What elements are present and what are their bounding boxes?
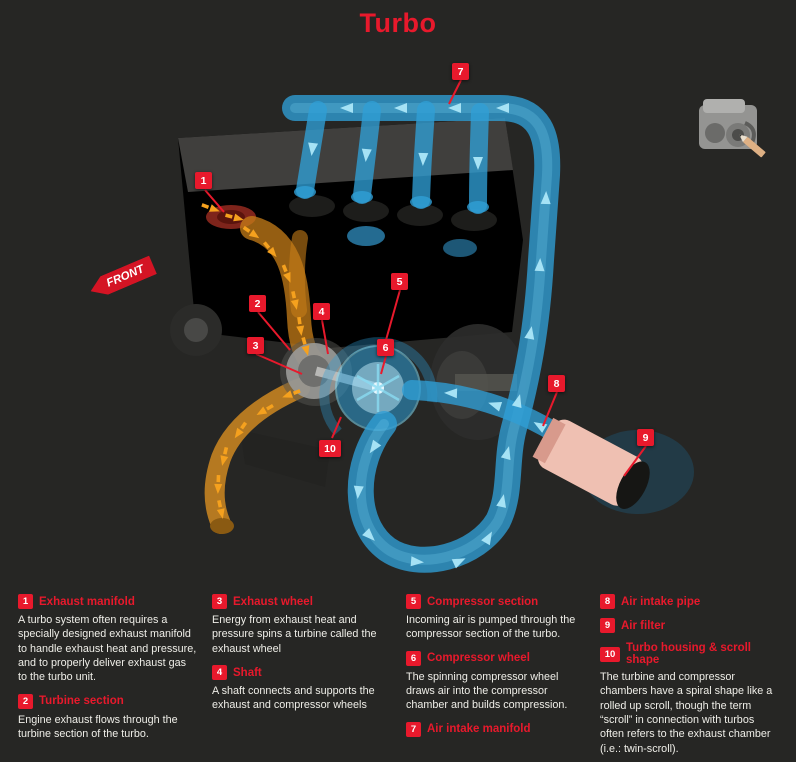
callout-badge-5: 5 [391, 273, 408, 290]
callout-badge-8: 8 [548, 375, 565, 392]
callout-badge-1: 1 [195, 172, 212, 189]
legend-item-air-filter: 9 Air filter [600, 618, 780, 633]
legend-body: The spinning compressor wheel draws air … [406, 670, 568, 712]
legend-title: Air filter [621, 619, 666, 632]
legend-title: Air intake pipe [621, 595, 701, 608]
legend-column-2: 3 Exhaust wheel Energy from exhaust heat… [212, 592, 392, 719]
legend-badge-8: 8 [600, 594, 615, 609]
turbo-unit [280, 337, 438, 436]
legend-body: The turbine and compressor chambers have… [600, 671, 773, 755]
legend-item-exhaust-wheel: 3 Exhaust wheel Energy from exhaust heat… [212, 594, 392, 656]
legend-body: Incoming air is pumped through the compr… [406, 614, 576, 641]
legend-title: Compressor wheel [427, 652, 530, 665]
legend-item-exhaust-manifold: 1 Exhaust manifold A turbo system often … [18, 594, 198, 685]
engine-sketch-icon [699, 99, 766, 158]
legend-body: A turbo system often requires a speciall… [18, 614, 197, 684]
engine-sketch-thumbnail [693, 93, 767, 163]
legend-badge-9: 9 [600, 618, 615, 633]
callout-badge-10: 10 [319, 440, 341, 457]
callout-badge-3: 3 [247, 337, 264, 354]
legend-body: A shaft connects and supports the exhaus… [212, 685, 375, 712]
leader-lines [204, 79, 647, 477]
legend-item-compressor-wheel: 6 Compressor wheel The spinning compress… [406, 650, 586, 713]
legend-title: Exhaust wheel [233, 595, 313, 608]
pencil-icon [739, 134, 766, 158]
legend-badge-7: 7 [406, 721, 421, 737]
legend: 1 Exhaust manifold A turbo system often … [0, 592, 796, 762]
legend-body: Energy from exhaust heat and pressure sp… [212, 614, 377, 655]
legend-item-turbine-section: 2 Turbine section Engine exhaust flows t… [18, 693, 198, 742]
legend-title: Exhaust manifold [39, 595, 135, 608]
legend-badge-4: 4 [212, 665, 227, 681]
legend-column-4: 8 Air intake pipe 9 Air filter 10 Turbo … [600, 592, 780, 762]
callout-badge-4: 4 [313, 303, 330, 320]
page-title: Turbo [359, 8, 437, 38]
legend-item-shaft: 4 Shaft A shaft connects and supports th… [212, 665, 392, 713]
legend-item-turbo-housing: 10 Turbo housing & scroll shape The turb… [600, 642, 780, 756]
callout-badge-7: 7 [452, 63, 469, 80]
legend-title: Compressor section [427, 595, 539, 608]
legend-badge-5: 5 [406, 594, 421, 609]
legend-badge-1: 1 [18, 594, 33, 609]
air-filter [532, 417, 694, 514]
legend-badge-6: 6 [406, 650, 421, 666]
callout-badge-6: 6 [377, 339, 394, 356]
legend-body: Engine exhaust flows through the turbine… [18, 713, 178, 741]
legend-badge-3: 3 [212, 594, 227, 609]
callout-badge-2: 2 [249, 295, 266, 312]
legend-item-air-intake-pipe: 8 Air intake pipe [600, 594, 780, 609]
legend-title: Turbine section [39, 695, 124, 708]
legend-column-3: 5 Compressor section Incoming air is pum… [406, 592, 586, 741]
legend-item-air-intake-manifold: 7 Air intake manifold [406, 721, 586, 737]
legend-badge-10: 10 [600, 646, 620, 662]
legend-title: Air intake manifold [427, 723, 531, 736]
legend-column-1: 1 Exhaust manifold A turbo system often … [18, 592, 198, 748]
turbo-diagram: FRONT 1 2 3 4 5 6 7 8 9 10 [0, 63, 767, 573]
legend-title: Turbo housing & scroll shape [626, 642, 752, 666]
legend-badge-2: 2 [18, 693, 33, 709]
legend-title: Shaft [233, 666, 262, 679]
diagram-art [178, 79, 694, 573]
legend-item-compressor-section: 5 Compressor section Incoming air is pum… [406, 594, 586, 642]
callout-badge-9: 9 [637, 429, 654, 446]
